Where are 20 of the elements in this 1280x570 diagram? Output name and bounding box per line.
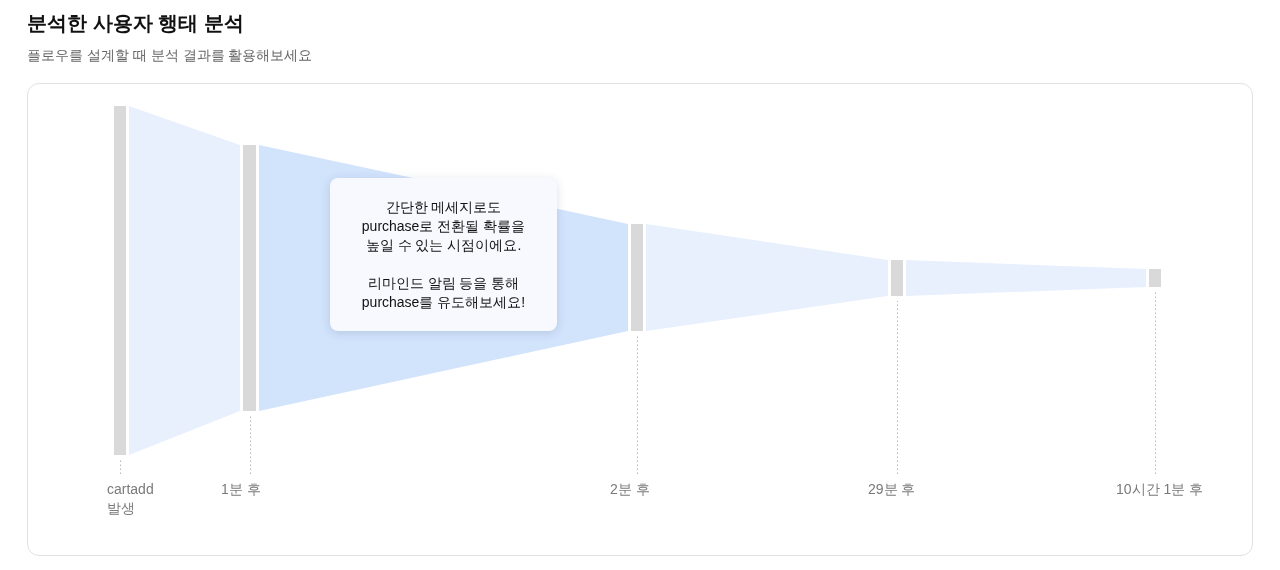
bar xyxy=(114,106,126,455)
bar xyxy=(631,224,643,331)
time-label: cartadd 발생 xyxy=(107,480,169,518)
title: 분석한 사용자 행태 분석 xyxy=(27,11,244,36)
tooltip-text: 리마인드 알림 등을 통해 purchase를 유도해보세요! xyxy=(360,273,527,312)
tooltip-text: 간단한 메세지로도 purchase로 전환될 확률을 높일 수 있는 시점이에요. xyxy=(360,197,527,255)
leader-line xyxy=(120,459,121,475)
subtitle: 플로우를 설계할 때 분석 결과를 활용해보세요 xyxy=(27,46,313,65)
leader-line xyxy=(1155,291,1156,475)
tooltip xyxy=(330,178,557,331)
time-label: 2분 후 xyxy=(610,480,650,499)
time-label: 10시간 1분 후 xyxy=(1116,480,1204,499)
leader-line xyxy=(250,415,251,475)
bar xyxy=(891,260,903,296)
time-label: 1분 후 xyxy=(221,480,261,499)
leader-line xyxy=(897,300,898,475)
leader-line xyxy=(637,335,638,475)
bar xyxy=(1149,269,1161,287)
time-label: 29분 후 xyxy=(868,480,916,499)
bar xyxy=(243,145,256,411)
